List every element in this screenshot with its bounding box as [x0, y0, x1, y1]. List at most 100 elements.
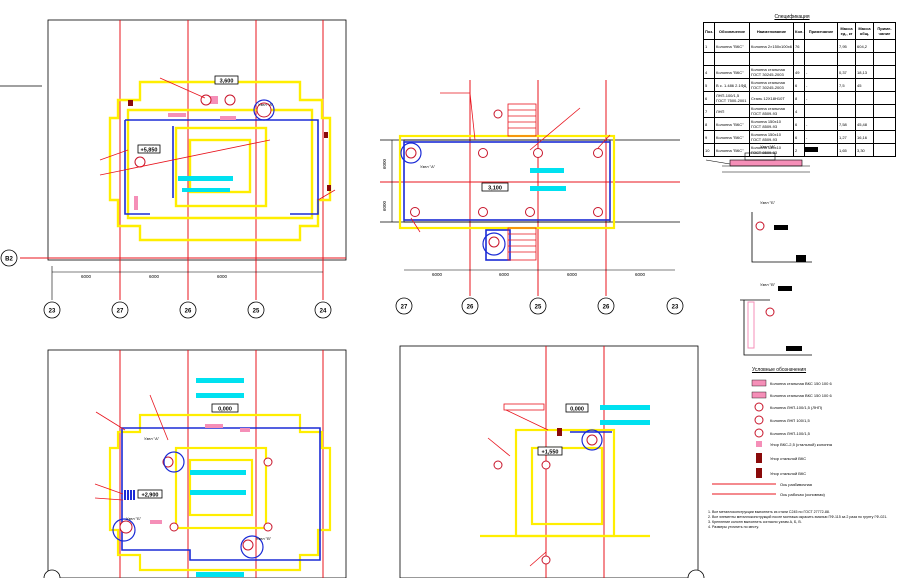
spec-cell: 76: [793, 39, 805, 53]
spec-cell: 2: [793, 143, 805, 157]
legend-item: Упор стальной ВКС: [770, 456, 806, 461]
frame-top-left: [47, 19, 347, 261]
detail-node-b: Узел "Б": [751, 200, 812, 263]
axis-label: 23: [49, 309, 56, 315]
legend-item: Колонна ЛНП-100/1,5 (ЛНП): [770, 405, 823, 410]
pipe-lines: [124, 119, 319, 215]
column-marker: [169, 522, 179, 532]
walls: [108, 413, 332, 572]
spec-cell: Колонна "ВКС": [714, 143, 750, 157]
elevation-boxes: 0,000 +2,900: [137, 403, 239, 499]
spec-cell: -: [804, 117, 838, 131]
node-label: Узел "Б": [126, 516, 142, 521]
plan-top-right: 3,100 Узел "А" 6000 6000 6000 6000 6000 …: [380, 80, 684, 315]
spec-cell: 18,13: [855, 65, 874, 79]
node-label: Узел "В": [760, 282, 776, 287]
spec-cell: 3,30: [855, 143, 874, 157]
dim-label: 6000: [149, 274, 160, 279]
dim-chain: [51, 266, 323, 300]
legend-swatch: [754, 415, 764, 425]
column-marker: [256, 102, 272, 118]
note-line: 1. Все металлоконструкции выполнить из с…: [708, 510, 830, 514]
node-circle: [253, 99, 275, 121]
elevation-label: +5,850: [141, 148, 158, 154]
pink-parts: [134, 96, 236, 210]
dim-label: 6000: [499, 272, 510, 277]
frame-bottom-right: [399, 345, 699, 578]
column-marker: [134, 156, 146, 168]
spec-cell: 5: [703, 78, 715, 92]
legend-item: Колонна стальная ВКС 150 100 6: [770, 393, 832, 398]
spec-cell: [804, 39, 838, 53]
bolt-group: [124, 490, 135, 500]
spec-cell: Колонна "ВКС": [714, 39, 750, 53]
detail-node-v: Узел "В": [740, 282, 812, 356]
spec-cell: 7,5: [837, 78, 856, 92]
spec-cell: [873, 143, 896, 157]
spec-cell: Колонна 150х10 ГОСТ 8509-93: [749, 143, 794, 157]
spec-cell: -: [804, 130, 838, 144]
axis-bubble: [43, 569, 61, 578]
column-marker: [488, 236, 500, 248]
spec-cell: 4: [703, 65, 715, 79]
legend-swatch: [751, 391, 767, 399]
spec-cell: 9: [703, 130, 715, 144]
spec-cell: Колонна стальная ГОСТ 8509-93: [749, 104, 794, 118]
walls: [480, 428, 650, 538]
spec-cell: [837, 91, 856, 105]
plan-top-left: 3,600 +5,850 Узел "А" 6000 6000 6000 23 …: [0, 20, 346, 319]
spec-cell: [804, 52, 838, 66]
column-marker: [493, 109, 503, 119]
column-marker: [586, 434, 598, 446]
column-marker: [224, 94, 236, 106]
axis-bubbles: 23 27 26 25 24 B2: [0, 249, 332, 319]
plan-bottom-right: 0,000 +1,550: [480, 346, 705, 578]
legend-swatch: [754, 402, 764, 412]
legend-swatch: [756, 468, 762, 478]
dark-markers: [557, 428, 562, 436]
spec-header: Масса общ.: [855, 22, 874, 40]
spec-cell: -: [804, 91, 838, 105]
spec-cell: Колонна стальная ГОСТ 30245-2003: [749, 78, 794, 92]
spec-cell: ЛНП-100/1,5 ГОСТ 7500-2001: [714, 91, 750, 105]
dim-label: 6000: [382, 200, 387, 211]
detail-nodes: Узел "А" Узел "Б" Узел "В": [705, 144, 818, 356]
columns: [119, 456, 273, 551]
elevation-label: 3,600: [220, 79, 234, 85]
spec-cell: Колонна "ВКС": [714, 117, 750, 131]
cyan-labels: [600, 405, 650, 425]
legend-item: Упор ВКС-2,5 (стальной) колонна: [770, 442, 833, 447]
axis-label: 23: [672, 305, 679, 311]
spec-cell: -: [804, 143, 838, 157]
legend-swatch: [751, 379, 767, 387]
axis-bubble: [687, 569, 705, 578]
elevation-label: 3,100: [488, 186, 502, 192]
elevation-label: +1,550: [542, 450, 559, 456]
red-note-box: [503, 403, 545, 411]
dim-label: 6000: [567, 272, 578, 277]
spec-cell: Колонна стальная ГОСТ 30245-2003: [749, 65, 794, 79]
plan-bottom-left: 0,000 +2,900 Узел "А" Узел "Б" Узел "В": [43, 350, 332, 578]
spec-cell: [793, 52, 805, 66]
legend-swatch: [756, 441, 762, 447]
axis-bubbles: 27 26 25 26 23: [395, 297, 684, 315]
column-marker: [533, 148, 543, 158]
spec-cell: [714, 52, 750, 66]
spec-cell: [873, 104, 896, 118]
spec-cell: [873, 52, 896, 66]
spec-cell: 6: [703, 91, 715, 105]
node-circles: [112, 451, 264, 559]
column-marker: [478, 148, 488, 158]
spec-cell: [837, 104, 856, 118]
spec-header: Обозначение: [714, 22, 750, 40]
column-marker: [410, 207, 420, 217]
dim-label: 6000: [81, 274, 92, 279]
elevation-label: 0,000: [218, 407, 232, 413]
spec-cell: 1: [703, 39, 715, 53]
spec-cell: Колонна 150х10 ГОСТ 8509-93: [749, 117, 794, 131]
column-marker: [493, 460, 503, 470]
spec-cell: [855, 52, 874, 66]
